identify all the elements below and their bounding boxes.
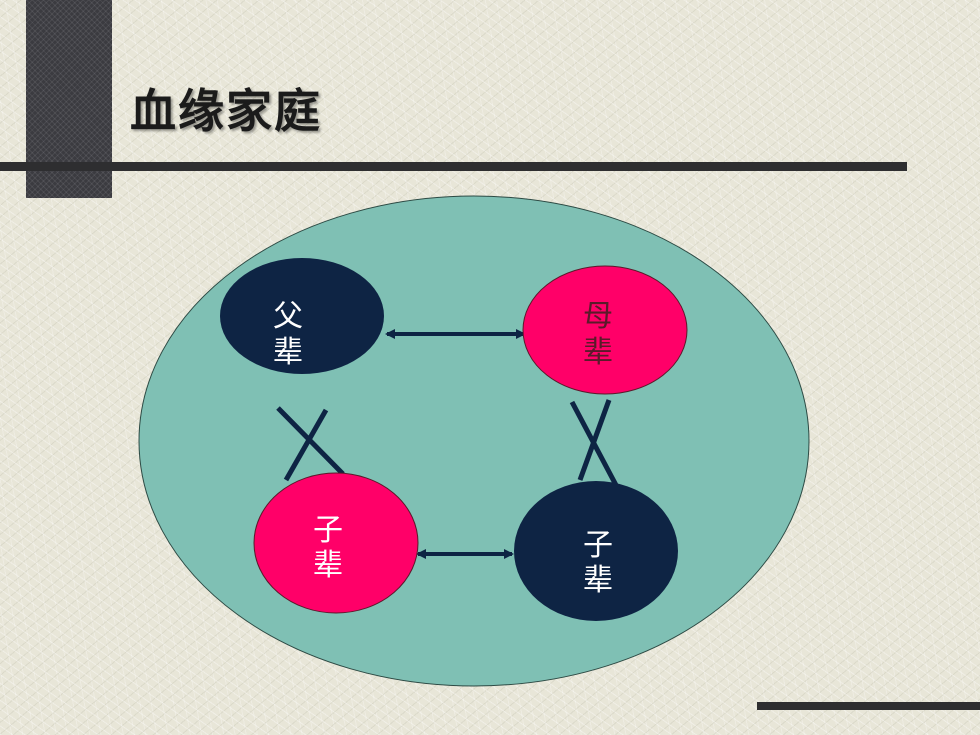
connector-father-child-cross [276, 406, 345, 482]
title-divider [0, 162, 907, 171]
node-label-line1: 母 [583, 299, 613, 334]
node-label-line1: 子 [313, 513, 343, 548]
node-child-generation-left: 子 辈 [253, 472, 419, 614]
node-father-generation: 父 辈 [220, 258, 384, 374]
family-container-ellipse [138, 195, 810, 687]
footer-divider [757, 702, 980, 710]
connector-mother-child-cross [569, 399, 620, 489]
node-label-line2: 辈 [313, 548, 343, 583]
node-mother-generation: 母 辈 [522, 265, 688, 395]
page-title: 血缘家庭 [130, 84, 322, 138]
node-label-line2: 辈 [583, 335, 613, 370]
node-child-generation-right: 子 辈 [514, 481, 678, 621]
node-label-line2: 辈 [273, 335, 303, 370]
node-label-line1: 父 [273, 299, 303, 334]
node-label-line2: 辈 [583, 563, 613, 598]
node-label-line1: 子 [583, 528, 613, 563]
